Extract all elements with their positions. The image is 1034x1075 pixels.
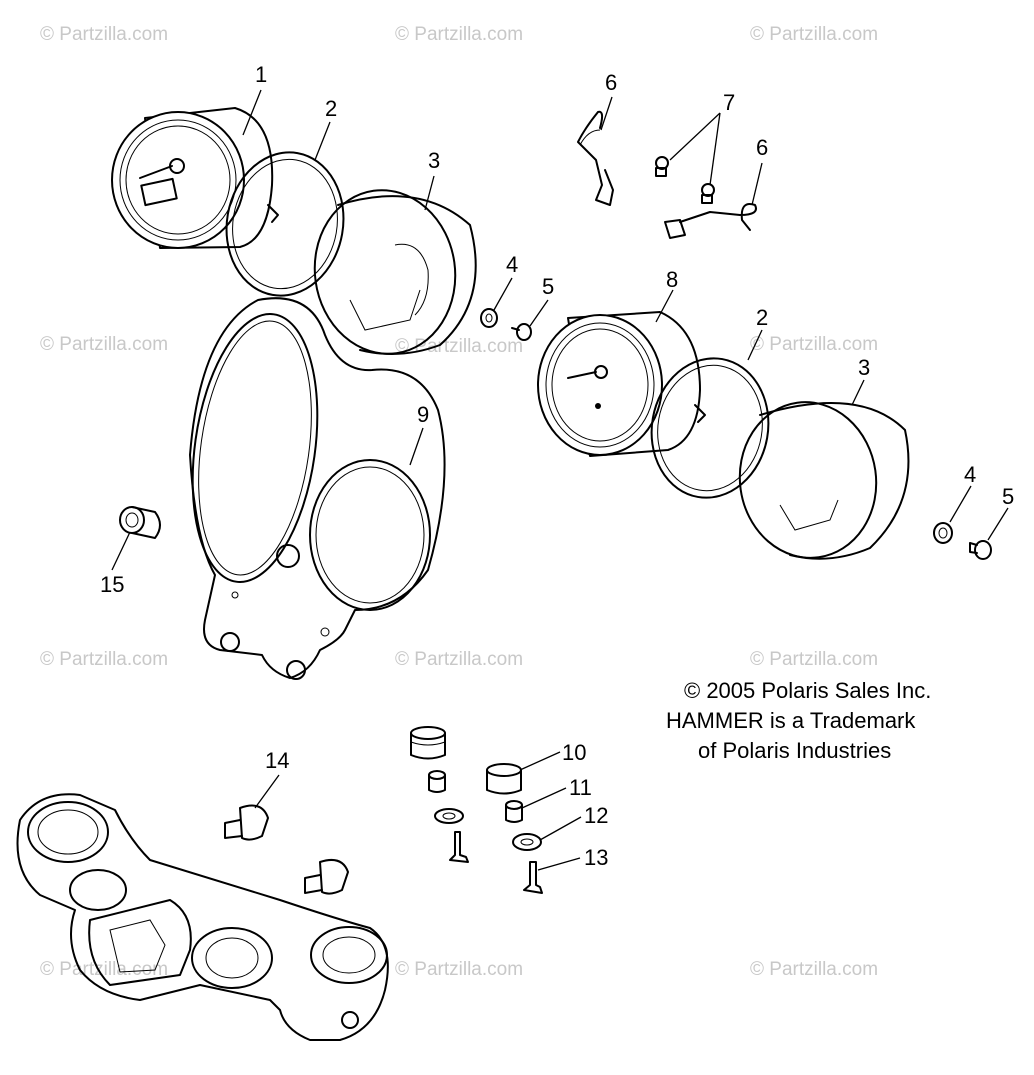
callout-7: 7 — [723, 90, 735, 115]
copyright-line-1: © 2005 Polaris Sales Inc. — [684, 678, 931, 703]
callout-2: 2 — [325, 96, 337, 121]
washer-upper — [480, 308, 498, 328]
watermark: © Partzilla.com — [395, 24, 523, 45]
copyright-block: © 2005 Polaris Sales Inc. HAMMER is a Tr… — [666, 678, 931, 763]
callout-12: 12 — [584, 803, 608, 828]
indicator-bulb — [701, 183, 715, 204]
bulb-socket-right — [664, 203, 757, 239]
callout-15: 15 — [100, 572, 124, 597]
callout-4: 4 — [964, 462, 976, 487]
callout-3: 3 — [858, 355, 870, 380]
watermark: © Partzilla.com — [395, 336, 523, 357]
watermark: © Partzilla.com — [40, 649, 168, 670]
trim-ring-upper — [225, 151, 345, 297]
isolator-stud — [224, 804, 269, 841]
watermark: © Partzilla.com — [40, 334, 168, 355]
callout-13: 13 — [584, 845, 608, 870]
trim-ring-lower — [650, 357, 770, 499]
bolt-left — [449, 831, 469, 863]
washer-right — [512, 833, 542, 851]
callout-3: 3 — [428, 148, 440, 173]
bushing-left — [428, 770, 446, 793]
screw-lower — [969, 540, 992, 560]
watermark: © Partzilla.com — [40, 959, 168, 980]
screw-upper — [511, 323, 532, 341]
gauge-housing-lower — [738, 401, 910, 560]
bolt-right — [523, 861, 543, 894]
callout-5: 5 — [542, 274, 554, 299]
grommet-left — [410, 726, 446, 760]
callout-5: 5 — [1002, 484, 1014, 509]
bushing-right — [505, 800, 523, 823]
washer-lower — [933, 522, 953, 544]
watermark: © Partzilla.com — [40, 24, 168, 45]
indicator-lamp — [119, 506, 161, 539]
isolator-stud — [304, 859, 349, 895]
washer-left — [434, 808, 464, 824]
triple-clamp — [16, 793, 389, 1041]
speedometer-gauge — [111, 107, 279, 249]
callout-6: 6 — [605, 70, 617, 95]
tachometer-gauge — [537, 311, 706, 457]
gauge-housing-upper — [313, 189, 477, 355]
watermark: © Partzilla.com — [395, 959, 523, 980]
watermark: © Partzilla.com — [750, 24, 878, 45]
copyright-line-3: of Polaris Industries — [698, 738, 891, 763]
instrument-bracket — [189, 297, 446, 680]
callout-14: 14 — [265, 748, 289, 773]
callout-labels: 1 2 3 6 7 6 4 5 8 2 3 9 4 5 15 10 11 12 … — [100, 62, 1014, 870]
watermark-layer: © Partzilla.com © Partzilla.com © Partzi… — [40, 24, 878, 980]
leader-lines — [111, 89, 1009, 871]
callout-9: 9 — [417, 402, 429, 427]
callout-4: 4 — [506, 252, 518, 277]
callout-8: 8 — [666, 267, 678, 292]
watermark: © Partzilla.com — [750, 649, 878, 670]
callout-6: 6 — [756, 135, 768, 160]
callout-1: 1 — [255, 62, 267, 87]
callout-11: 11 — [569, 775, 592, 800]
indicator-bulb — [655, 156, 669, 177]
callout-2: 2 — [756, 305, 768, 330]
watermark: © Partzilla.com — [750, 959, 878, 980]
copyright-line-2: HAMMER is a Trademark — [666, 708, 916, 733]
watermark: © Partzilla.com — [395, 649, 523, 670]
bulb-socket-top — [577, 110, 614, 206]
callout-10: 10 — [562, 740, 586, 765]
grommet-right — [486, 763, 522, 795]
watermark: © Partzilla.com — [750, 334, 878, 355]
